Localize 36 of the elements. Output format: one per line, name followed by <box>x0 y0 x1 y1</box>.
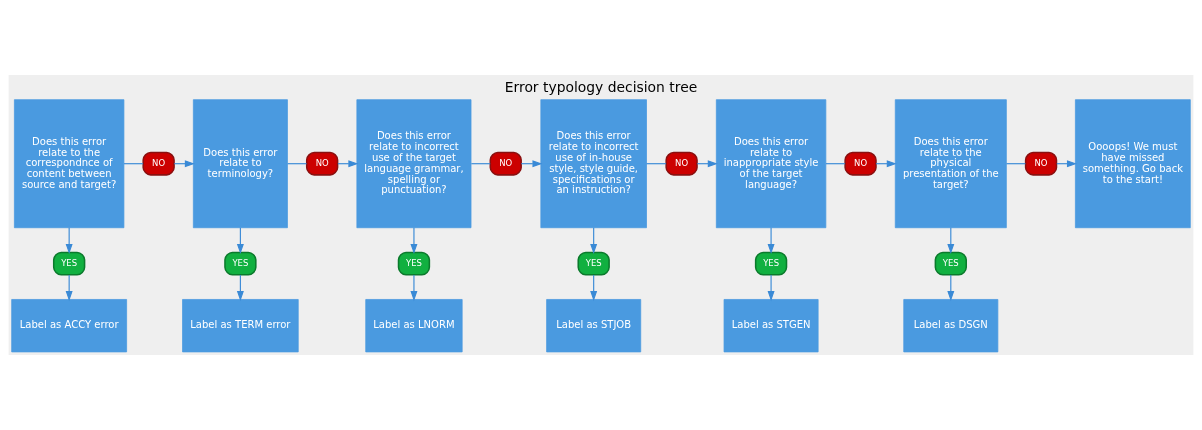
node-box: YES <box>577 251 610 276</box>
node-box: Label as STGEN <box>723 299 819 353</box>
node-box: Does this error relate to the physical presentation of the target? <box>894 99 1007 229</box>
arrow <box>767 274 775 302</box>
connector <box>1005 163 1026 165</box>
node-box: YES <box>52 251 86 276</box>
arrow <box>767 227 775 254</box>
node-box: NO <box>142 151 175 176</box>
node-box: Label as LNORM <box>365 299 463 353</box>
connector <box>123 163 144 165</box>
node-box: Does this error relate to incorrect use of in-house style, style guide, specifications or an instruction? <box>540 99 647 229</box>
node-box: YES <box>397 251 431 276</box>
connector <box>470 163 491 165</box>
node-box: Does this error relate to incorrect use of the target language grammar, spelling or punctuation? <box>356 99 472 229</box>
node-box: Label as TERM error <box>182 299 299 353</box>
node-box: Does this error relate to inappropriate style of the target language? <box>715 99 827 229</box>
node-box: Does this error relate to terminology? <box>192 99 288 229</box>
node-box: NO <box>1024 151 1058 176</box>
diagram-title: Error typology decision tree <box>504 79 698 96</box>
node-box: Oooops! We must have missed something. Go back to the start! <box>1075 99 1191 229</box>
node-box: NO <box>305 151 339 176</box>
node-box: YES <box>224 251 257 276</box>
connector <box>287 163 308 165</box>
connector <box>646 163 667 165</box>
arrow <box>410 227 418 254</box>
node-box: NO <box>844 151 877 176</box>
node-box: Label as ACCY error <box>11 299 127 353</box>
connector <box>825 163 846 165</box>
arrow <box>410 274 418 302</box>
node-box: Label as STJOB <box>546 299 642 353</box>
node-box: Does this error relate to the correspondnce of content between source and target? <box>14 99 125 229</box>
node-box: NO <box>489 151 522 176</box>
node-box: Label as DSGN <box>903 299 999 353</box>
node-box: YES <box>934 251 967 276</box>
node-box: YES <box>754 251 788 276</box>
node-box: NO <box>665 151 698 176</box>
